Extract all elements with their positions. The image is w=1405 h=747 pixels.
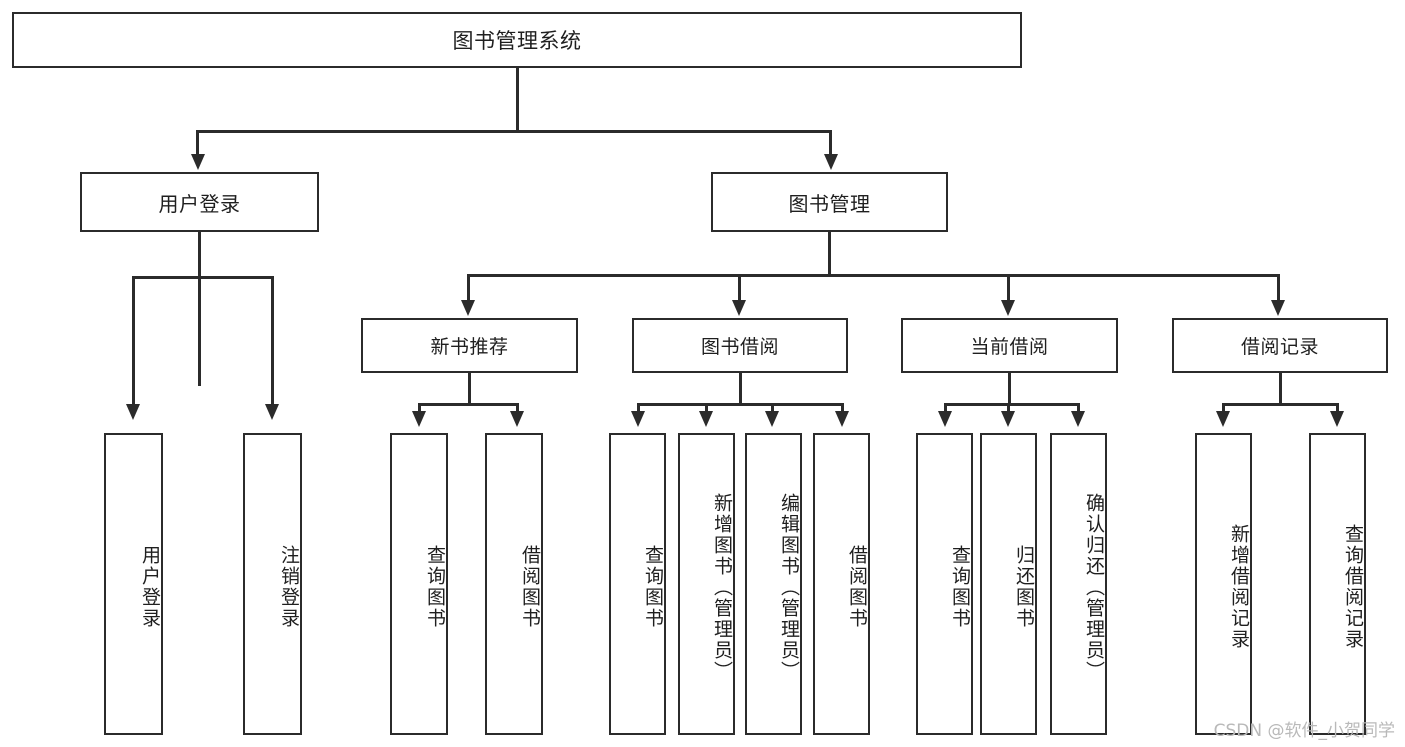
arrow-to-cb-leaf-2 xyxy=(1001,411,1015,427)
edge-book-mgmt-drop-2 xyxy=(738,274,741,302)
leaf-cb-return-book[interactable]: 归还图书 xyxy=(980,433,1037,735)
edge-bb-drop-4 xyxy=(841,403,844,413)
leaf-br-add-record[interactable]: 新增借阅记录 xyxy=(1195,433,1252,735)
edge-user-login-drop-1 xyxy=(132,276,135,406)
arrow-to-bb-leaf-1 xyxy=(631,411,645,427)
node-book-management[interactable]: 图书管理 xyxy=(711,172,948,232)
edge-user-login-stem xyxy=(198,232,201,386)
arrow-to-leaf-user-login xyxy=(126,404,140,420)
edge-cb-bus xyxy=(944,403,1079,406)
edge-bb-drop-1 xyxy=(637,403,640,413)
arrow-to-nbr-leaf-2 xyxy=(510,411,524,427)
arrow-to-new-book-recommend xyxy=(461,300,475,316)
edge-nbr-bus xyxy=(418,403,518,406)
arrow-to-borrow-record xyxy=(1271,300,1285,316)
leaf-bb-query-book[interactable]: 查询图书 xyxy=(609,433,666,735)
leaf-br-query-record[interactable]: 查询借阅记录 xyxy=(1309,433,1366,735)
leaf-user-login[interactable]: 用户登录 xyxy=(104,433,163,735)
edge-bb-bus xyxy=(637,403,844,406)
arrow-to-cb-leaf-1 xyxy=(938,411,952,427)
edge-root-bus xyxy=(196,130,832,133)
edge-bb-stem xyxy=(739,373,742,403)
leaf-bb-edit-book-admin[interactable]: 编辑图书（管理员） xyxy=(745,433,802,735)
edge-root-stem xyxy=(516,68,519,130)
edge-br-stem xyxy=(1279,373,1282,403)
edge-nbr-stem xyxy=(468,373,471,403)
node-borrow-record[interactable]: 借阅记录 xyxy=(1172,318,1388,373)
node-user-login[interactable]: 用户登录 xyxy=(80,172,319,232)
edge-root-drop-book-mgmt xyxy=(829,130,832,156)
leaf-bb-add-book-admin[interactable]: 新增图书（管理员） xyxy=(678,433,735,735)
edge-cb-stem xyxy=(1008,373,1011,403)
node-book-borrow[interactable]: 图书借阅 xyxy=(632,318,848,373)
edge-book-mgmt-stem xyxy=(828,232,831,274)
arrow-to-book-management xyxy=(824,154,838,170)
arrow-to-leaf-logout xyxy=(265,404,279,420)
edge-br-drop-1 xyxy=(1222,403,1225,413)
node-current-borrow[interactable]: 当前借阅 xyxy=(901,318,1118,373)
edge-book-mgmt-drop-4 xyxy=(1277,274,1280,302)
edge-br-bus xyxy=(1222,403,1338,406)
edge-user-login-bus xyxy=(132,276,274,279)
arrow-to-user-login xyxy=(191,154,205,170)
edge-cb-drop-1 xyxy=(944,403,947,413)
arrow-to-book-borrow xyxy=(732,300,746,316)
edge-cb-drop-2 xyxy=(1007,403,1010,413)
arrow-to-current-borrow xyxy=(1001,300,1015,316)
edge-book-mgmt-drop-3 xyxy=(1007,274,1010,302)
leaf-cb-query-book[interactable]: 查询图书 xyxy=(916,433,973,735)
arrow-to-cb-leaf-3 xyxy=(1071,411,1085,427)
leaf-nbr-query-book[interactable]: 查询图书 xyxy=(390,433,448,735)
arrow-to-br-leaf-1 xyxy=(1216,411,1230,427)
edge-cb-drop-3 xyxy=(1077,403,1080,413)
edge-br-drop-2 xyxy=(1336,403,1339,413)
edge-book-mgmt-drop-1 xyxy=(467,274,470,302)
arrow-to-bb-leaf-2 xyxy=(699,411,713,427)
arrow-to-bb-leaf-4 xyxy=(835,411,849,427)
node-root-library-management-system[interactable]: 图书管理系统 xyxy=(12,12,1022,68)
edge-root-drop-user-login xyxy=(196,130,199,156)
arrow-to-bb-leaf-3 xyxy=(765,411,779,427)
arrow-to-br-leaf-2 xyxy=(1330,411,1344,427)
arrow-to-nbr-leaf-1 xyxy=(412,411,426,427)
edge-book-mgmt-bus xyxy=(467,274,1280,277)
leaf-nbr-borrow-book[interactable]: 借阅图书 xyxy=(485,433,543,735)
edge-bb-drop-2 xyxy=(705,403,708,413)
edge-bb-drop-3 xyxy=(771,403,774,413)
leaf-logout[interactable]: 注销登录 xyxy=(243,433,302,735)
leaf-bb-borrow-book[interactable]: 借阅图书 xyxy=(813,433,870,735)
edge-nbr-drop-1 xyxy=(418,403,421,413)
edge-nbr-drop-2 xyxy=(516,403,519,413)
edge-user-login-drop-2 xyxy=(271,276,274,406)
leaf-cb-confirm-return-admin[interactable]: 确认归还（管理员） xyxy=(1050,433,1107,735)
node-new-book-recommend[interactable]: 新书推荐 xyxy=(361,318,578,373)
